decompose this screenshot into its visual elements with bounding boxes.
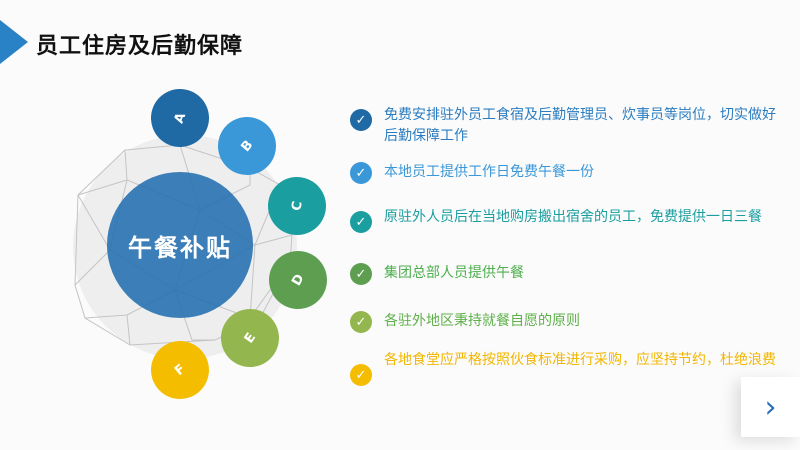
- list-item: ✓ 各地食堂应严格按照伙食标准进行采购，应坚持节约，杜绝浪费: [350, 350, 779, 386]
- item-text: 集团总部人员提供午餐: [384, 265, 524, 281]
- list-item: ✓ 本地员工提供工作日免费午餐一份: [350, 162, 779, 184]
- item-text: 原驻外人员后在当地购房搬出宿舍的员工，免费提供一日三餐: [384, 209, 762, 225]
- check-icon: ✓: [350, 162, 372, 184]
- page-title: 员工住房及后勤保障: [36, 34, 244, 59]
- check-icon: ✓: [350, 109, 372, 131]
- item-text: 免费安排驻外员工食宿及后勤管理员、炊事员等岗位，切实做好后勤保障工作: [384, 107, 776, 144]
- list-item: ✓ 原驻外人员后在当地购房搬出宿舍的员工，免费提供一日三餐: [350, 207, 779, 233]
- check-icon: ✓: [350, 211, 372, 233]
- check-icon: ✓: [350, 311, 372, 333]
- chevron-right-icon: ›: [764, 389, 777, 425]
- lunch-subsidy-diagram: 午餐补贴 A B C D E F: [0, 0, 360, 450]
- item-text: 本地员工提供工作日免费午餐一份: [384, 164, 594, 180]
- list-item: ✓ 免费安排驻外员工食宿及后勤管理员、炊事员等岗位，切实做好后勤保障工作: [350, 105, 779, 147]
- list-item: ✓ 各驻外地区秉持就餐自愿的原则: [350, 311, 779, 333]
- center-circle: 午餐补贴: [107, 172, 253, 318]
- item-text: 各驻外地区秉持就餐自愿的原则: [384, 313, 580, 329]
- check-icon: ✓: [350, 364, 372, 386]
- list-item: ✓ 集团总部人员提供午餐: [350, 263, 779, 285]
- header-arrow-icon: [0, 20, 28, 64]
- check-icon: ✓: [350, 263, 372, 285]
- item-text: 各地食堂应严格按照伙食标准进行采购，应坚持节约，杜绝浪费: [384, 352, 776, 368]
- next-slide-button[interactable]: ›: [741, 377, 800, 437]
